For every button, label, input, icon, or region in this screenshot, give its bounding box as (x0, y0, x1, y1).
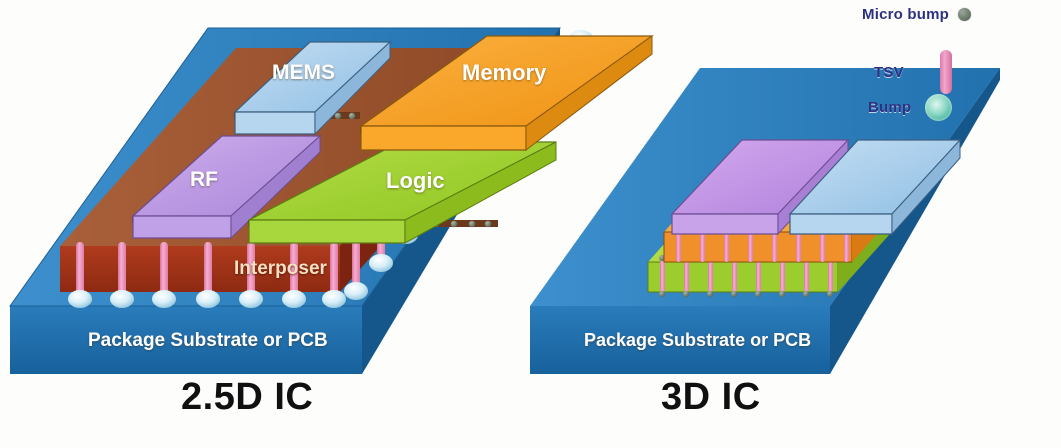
legend-label-tsv: TSV (874, 63, 904, 81)
microbump-row-green-bottom (659, 291, 833, 297)
legend-label-bump: Bump (868, 99, 912, 116)
legend-item-micro-bump: Micro bump (862, 6, 971, 23)
bump-circle-icon (925, 94, 953, 121)
die-memory (359, 35, 654, 152)
tsv-group-green-tier (660, 260, 833, 292)
caption-3d-ic: 3D IC (661, 376, 761, 418)
diagram-3d-ic (530, 68, 1000, 374)
legend-label-micro-bump: Micro bump (862, 6, 949, 23)
bump-group-left-front (68, 290, 346, 308)
microbump-dot-icon (958, 8, 971, 21)
die-blue-3d (788, 138, 962, 236)
diagram-2p5d-ic (9, 27, 654, 374)
legend-item-bump: Bump (868, 94, 953, 121)
caption-2p5d-ic: 2.5D IC (181, 376, 314, 418)
die-logic (248, 141, 557, 244)
tsv-group-interposer-front (76, 242, 338, 298)
legend-item-tsv: TSV (874, 50, 952, 94)
legend: Micro bump TSV Bump (862, 2, 1061, 130)
die-rf (131, 134, 322, 240)
die-mems (233, 40, 392, 136)
tsv-bar-icon (939, 50, 952, 94)
tsv-group-orange-tier (676, 230, 849, 262)
